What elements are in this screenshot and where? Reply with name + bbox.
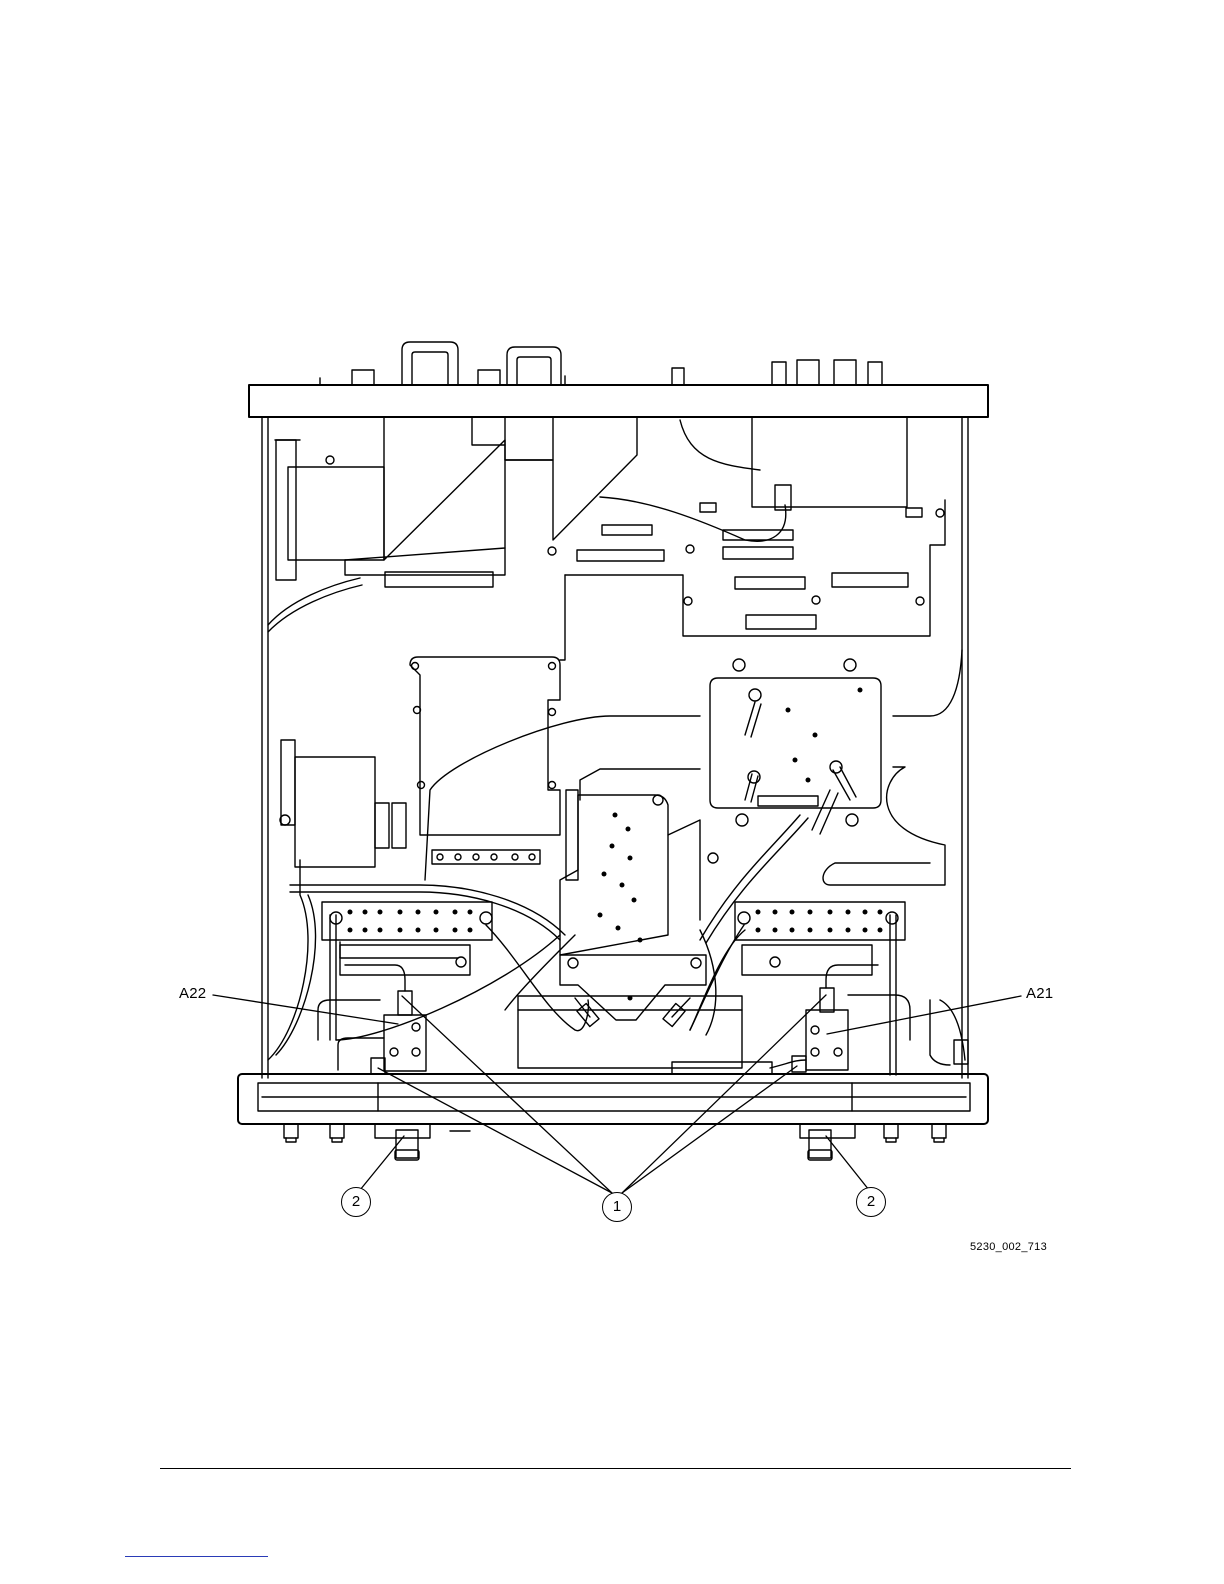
motherboard: [326, 417, 945, 660]
item-bubble-2-left: 2: [341, 1187, 371, 1217]
callout-a22: A22: [179, 985, 206, 1002]
front-panel: [238, 1074, 988, 1160]
lower-frame: [518, 996, 968, 1074]
rear-panel: [249, 342, 988, 1078]
left-module: [268, 740, 406, 1060]
figure-id: 5230_002_713: [970, 1241, 1047, 1253]
leader-lines: [213, 995, 1021, 1193]
coupler-a21: [770, 965, 910, 1072]
footer-link-underline[interactable]: [125, 1556, 268, 1557]
power-supply-assembly: [268, 417, 637, 632]
callout-a21: A21: [1026, 985, 1053, 1002]
item-bubble-1: 1: [602, 1192, 632, 1222]
footer-rule: [160, 1468, 1071, 1469]
item-bubble-2-right: 2: [856, 1187, 886, 1217]
center-board: [410, 657, 560, 864]
left-attenuator: [322, 902, 492, 1040]
rf-cables: [290, 815, 808, 1040]
